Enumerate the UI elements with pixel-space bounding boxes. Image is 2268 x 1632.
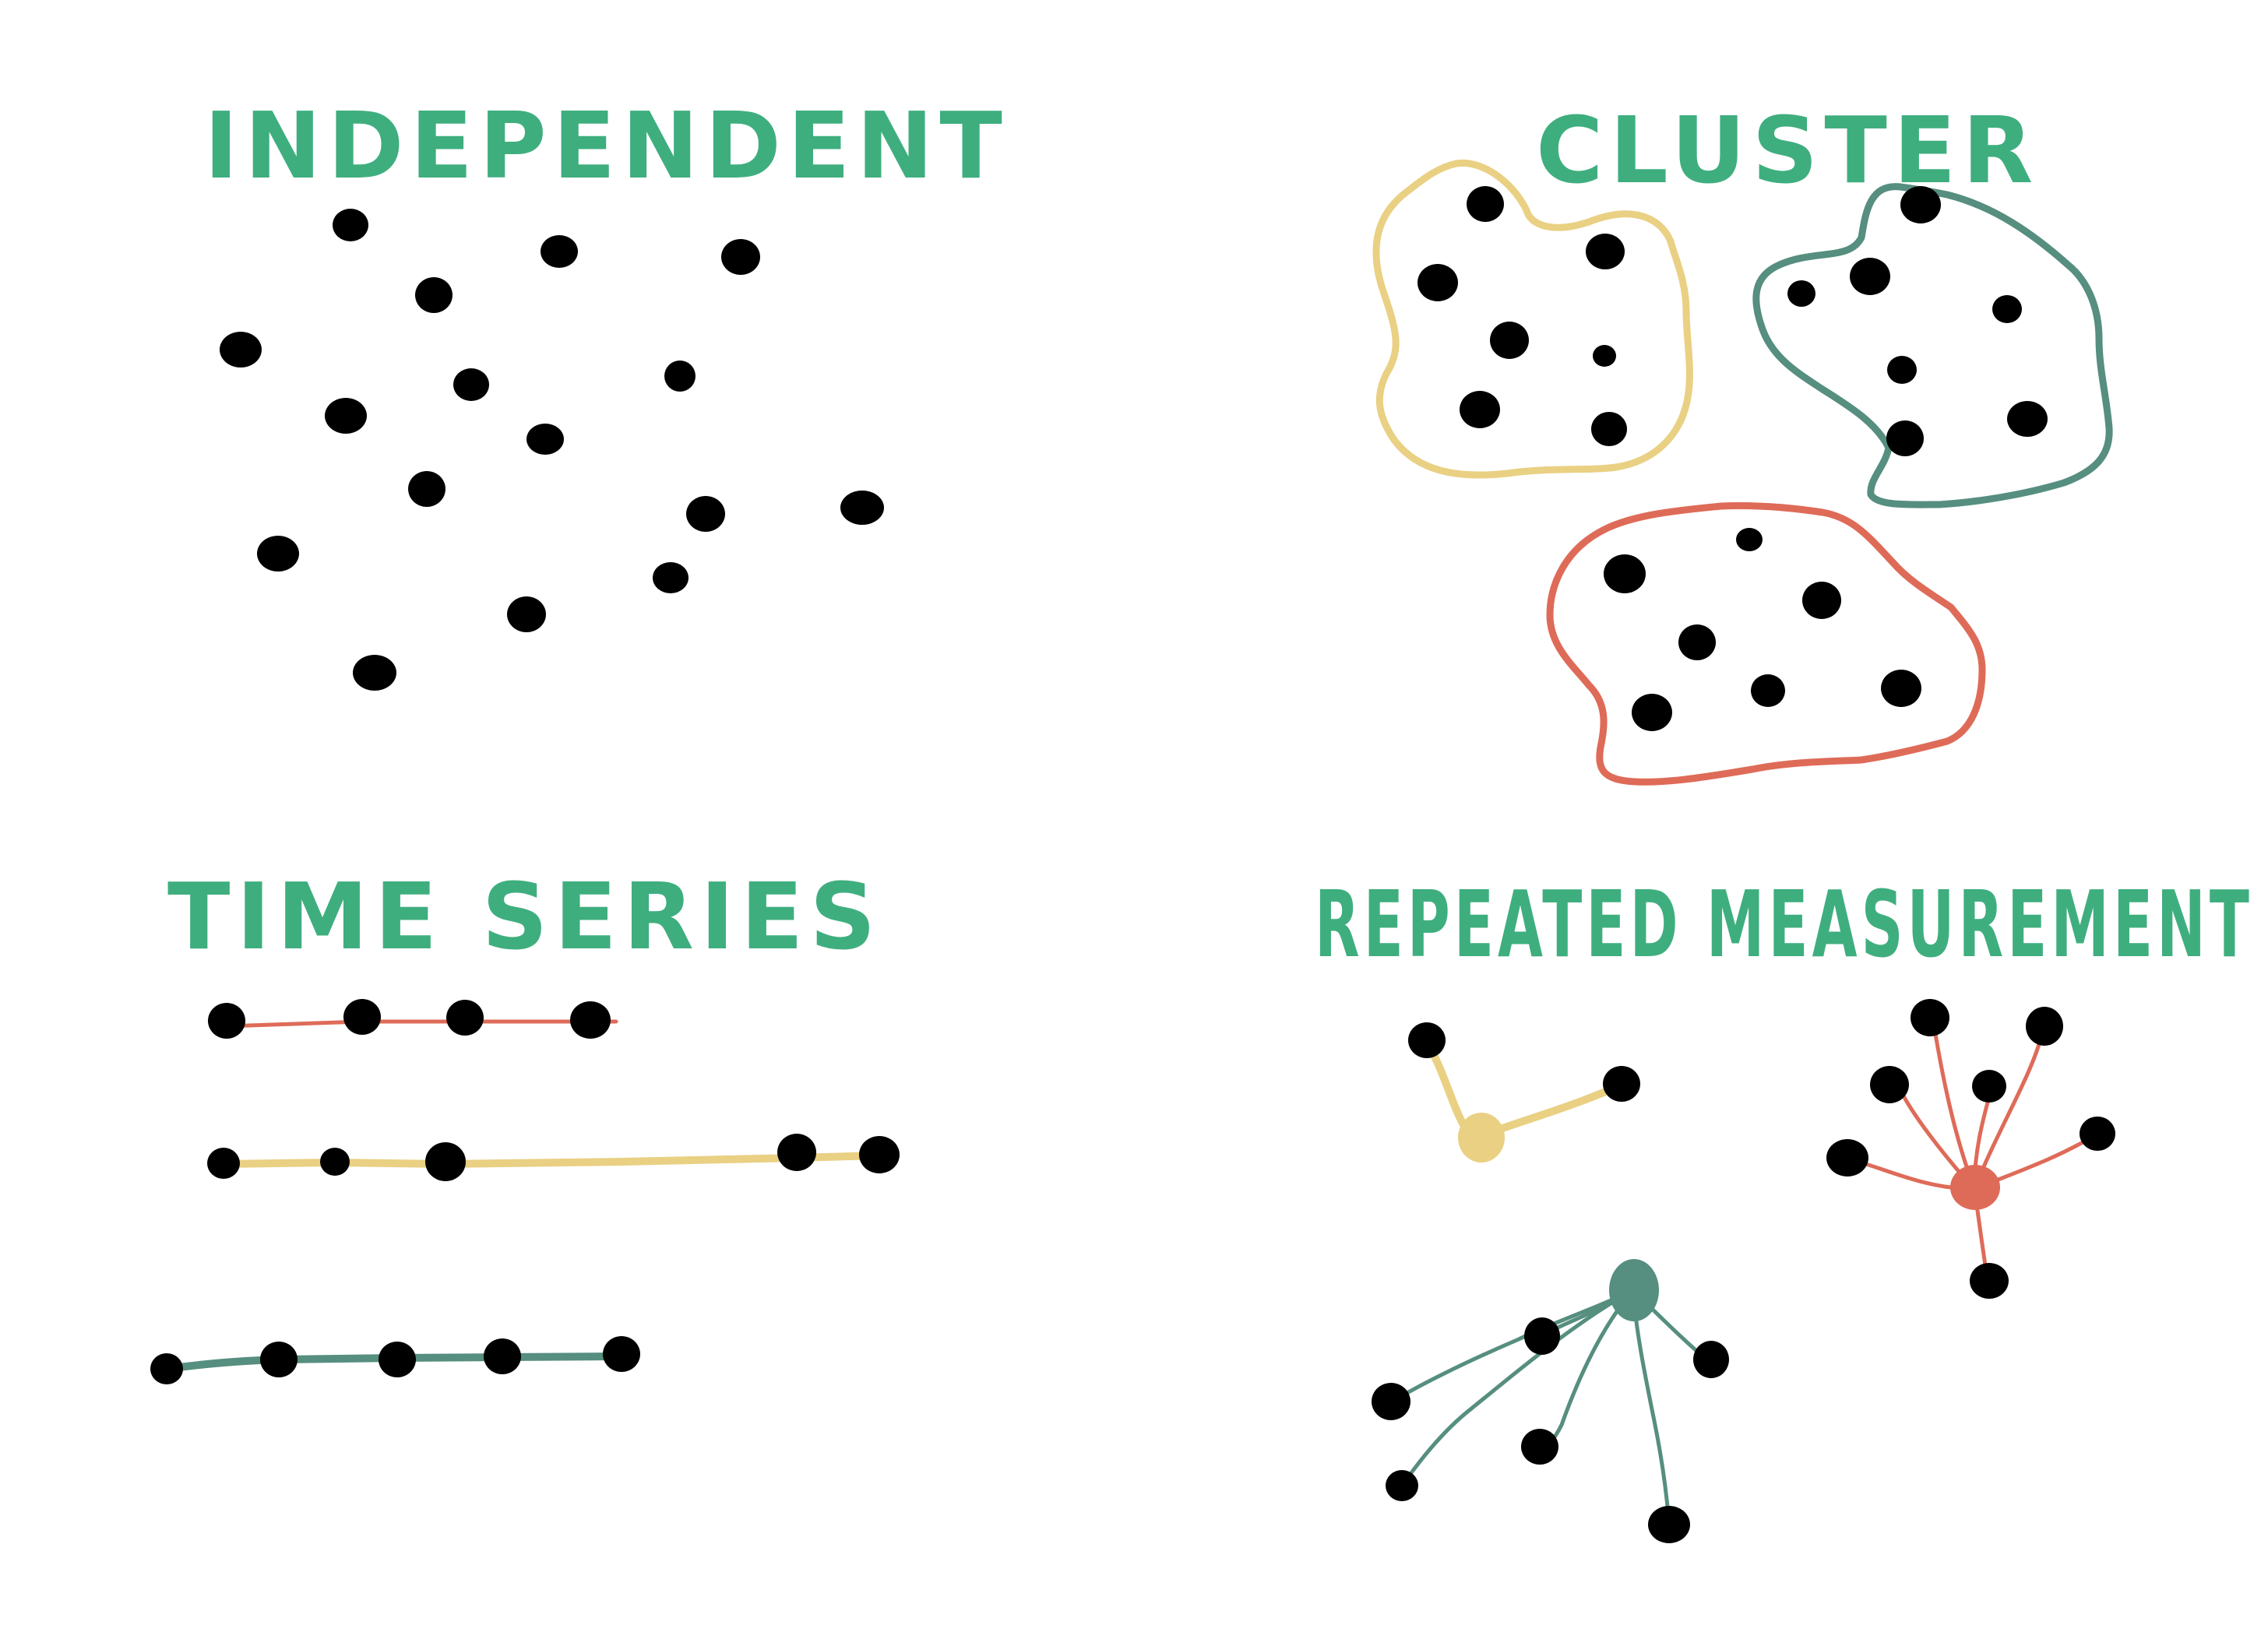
cluster-point — [1751, 674, 1785, 707]
independent-point — [353, 655, 396, 691]
time-series-point — [425, 1142, 466, 1181]
cluster-point — [1490, 322, 1529, 359]
repeated-point — [1693, 1341, 1729, 1378]
cluster-point — [1900, 186, 1941, 223]
independent-points — [220, 209, 884, 691]
independent-point — [507, 596, 546, 632]
independent-point — [653, 562, 688, 593]
cluster-point — [1886, 420, 1924, 456]
cluster-point — [1802, 582, 1841, 619]
independent-point — [325, 398, 367, 434]
title-independent: INDEPENDENT — [204, 92, 1009, 199]
time-series-point — [446, 1000, 484, 1036]
repeated-points-red — [1826, 999, 2115, 1299]
time-series-point — [570, 1001, 611, 1039]
independent-point — [541, 235, 578, 268]
cluster-point — [1881, 670, 1921, 707]
independent-point — [453, 368, 489, 401]
repeated-points-yellow — [1408, 1022, 1640, 1102]
cluster-point — [1887, 356, 1917, 384]
cluster-boundary-green — [1752, 183, 2113, 508]
cluster-point — [1418, 264, 1458, 301]
independent-point — [257, 536, 299, 572]
independent-point — [333, 209, 368, 241]
time-series-point — [343, 999, 381, 1035]
cluster-point — [1460, 391, 1500, 428]
title-cluster: CLUSTER — [1536, 97, 2039, 204]
repeated-point — [1521, 1429, 1558, 1465]
independent-point — [220, 332, 262, 368]
cluster-boundary-yellow — [1372, 159, 1693, 479]
cluster-point — [1467, 186, 1504, 222]
independent-point — [415, 277, 453, 313]
cluster-boundary-red — [1546, 501, 1986, 786]
repeated-point — [2026, 1007, 2063, 1046]
repeated-point — [1911, 999, 1949, 1036]
time-series-point — [484, 1338, 521, 1374]
title-time-series: TIME SERIES — [167, 863, 882, 970]
time-series-point — [260, 1342, 298, 1377]
repeated-point — [1372, 1383, 1410, 1420]
repeated-point — [1972, 1070, 2006, 1103]
cluster-point — [1593, 345, 1616, 367]
time-series-point — [379, 1342, 416, 1377]
time-series-point — [208, 1003, 245, 1039]
time-series-point — [603, 1336, 640, 1372]
time-series-point — [320, 1148, 350, 1176]
time-series-points-red — [208, 999, 611, 1039]
cluster-point — [1736, 528, 1763, 551]
independent-point — [408, 471, 446, 507]
repeated-links-red — [1850, 1018, 2097, 1283]
cluster-point — [1586, 234, 1625, 269]
cluster-point — [1992, 295, 2022, 323]
repeated-point — [1524, 1317, 1560, 1355]
independent-point — [721, 239, 760, 275]
time-series-point — [859, 1136, 900, 1173]
repeated-hub-green — [1609, 1259, 1659, 1321]
cluster-point — [1678, 624, 1716, 660]
repeated-points-green — [1372, 1317, 1729, 1543]
cluster-points-red — [1604, 528, 1921, 731]
repeated-point — [1386, 1470, 1418, 1501]
time-series-point — [150, 1353, 183, 1384]
independent-point — [840, 491, 884, 525]
repeated-point — [1870, 1066, 1909, 1103]
repeated-links-yellow — [1423, 1038, 1624, 1141]
repeated-hub-red — [1950, 1165, 2000, 1210]
repeated-point — [1970, 1263, 2009, 1299]
cluster-points-green — [1787, 186, 2048, 456]
repeated-point — [1826, 1139, 1868, 1177]
independent-point — [686, 496, 725, 532]
repeated-hub-yellow — [1458, 1113, 1505, 1162]
cluster-point — [1604, 554, 1646, 593]
repeated-point — [1408, 1022, 1446, 1058]
cluster-points-yellow — [1418, 186, 1627, 446]
time-series-point — [207, 1148, 240, 1179]
repeated-point — [2080, 1117, 2115, 1151]
cluster-point — [2007, 401, 2048, 437]
time-series-line-red — [224, 1019, 618, 1029]
title-repeated-measurement: REPEATED MEASUREMENT — [1315, 871, 2253, 978]
independent-point — [526, 424, 564, 455]
cluster-point — [1787, 280, 1815, 307]
cluster-point — [1632, 694, 1672, 731]
cluster-point — [1591, 412, 1627, 446]
time-series-point — [777, 1134, 816, 1171]
independent-point — [664, 361, 696, 392]
time-series-points-green — [150, 1336, 640, 1384]
repeated-point — [1648, 1506, 1690, 1543]
time-series-points-yellow — [207, 1134, 900, 1181]
cluster-point — [1850, 258, 1890, 295]
repeated-point — [1603, 1066, 1640, 1102]
